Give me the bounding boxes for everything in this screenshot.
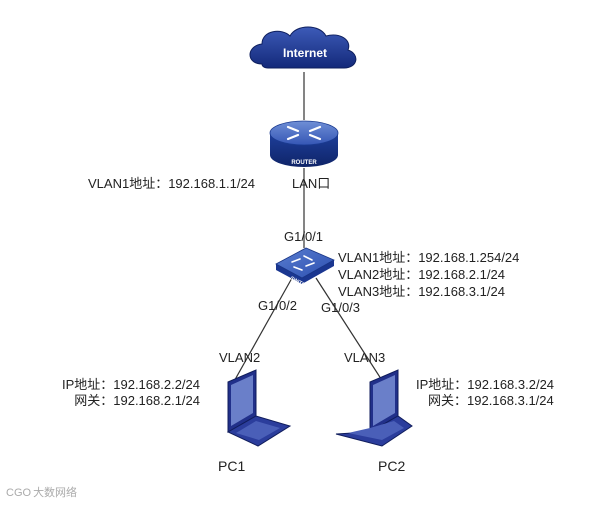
vlan-label-pc1: VLAN2 [219, 350, 261, 365]
router-top [269, 120, 339, 146]
pc2-gateway: 网关：192.168.3.1/24 [428, 393, 554, 408]
pc1-gateway: 网关：192.168.2.1/24 [74, 393, 200, 408]
switch-top [275, 247, 335, 279]
pc2-ip-address: IP地址：192.168.3.2/24 [416, 377, 555, 392]
switch-vlan3-address: VLAN3地址：192.168.3.1/24 [338, 284, 505, 299]
switch-port-pc1: G1/0/2 [258, 298, 298, 313]
internet-cloud: Internet [249, 26, 357, 69]
internet-label: Internet [283, 46, 327, 60]
links [231, 72, 386, 386]
router: ROUTER [269, 120, 339, 167]
router-lan-port: LAN口 [292, 176, 331, 191]
link-switch-pc1 [231, 277, 293, 386]
watermark-logo: CGO [6, 487, 32, 499]
laptop-pc1 [226, 369, 292, 447]
switch: SWITCH [275, 247, 335, 290]
watermark-text: 大数网络 [33, 487, 78, 499]
cloud-icon [249, 26, 357, 69]
laptop-pc2 [335, 369, 413, 447]
router-arrows-icon [286, 125, 322, 141]
pc2-name: PC2 [378, 458, 406, 474]
pc1-name: PC1 [218, 458, 246, 474]
switch-arrows-icon [291, 255, 315, 271]
router-vlan1-address: VLAN1地址：192.168.1.1/24 [88, 176, 255, 191]
switch-port-pc2: G1/0/3 [321, 300, 361, 315]
link-switch-pc2 [315, 277, 386, 386]
router-label: ROUTER [291, 160, 317, 166]
switch-vlan1-address: VLAN1地址：192.168.1.254/24 [338, 250, 520, 265]
switch-body [276, 260, 334, 284]
switch-uplink-port: G1/0/1 [284, 229, 324, 244]
vlan-label-pc2: VLAN3 [344, 350, 386, 365]
pc1-ip-address: IP地址：192.168.2.2/24 [61, 377, 200, 392]
switch-vlan2-address: VLAN2地址：192.168.2.1/24 [338, 267, 505, 282]
